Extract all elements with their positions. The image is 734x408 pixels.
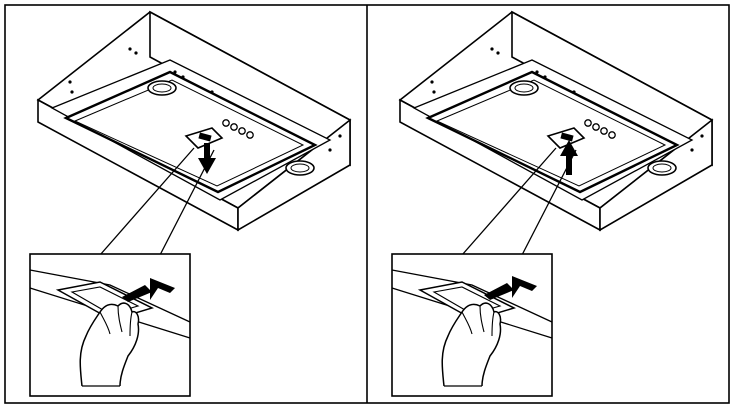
- arrow-down-icon: [198, 143, 216, 174]
- panel-step-1: [29, 10, 352, 397]
- push-arrow-icon: [484, 276, 537, 300]
- arrow-up-icon: [560, 140, 578, 175]
- push-arrow-icon: [122, 278, 175, 302]
- inset-detail: [391, 253, 553, 397]
- panel-step-2: [391, 10, 714, 397]
- inset-detail: [29, 253, 191, 397]
